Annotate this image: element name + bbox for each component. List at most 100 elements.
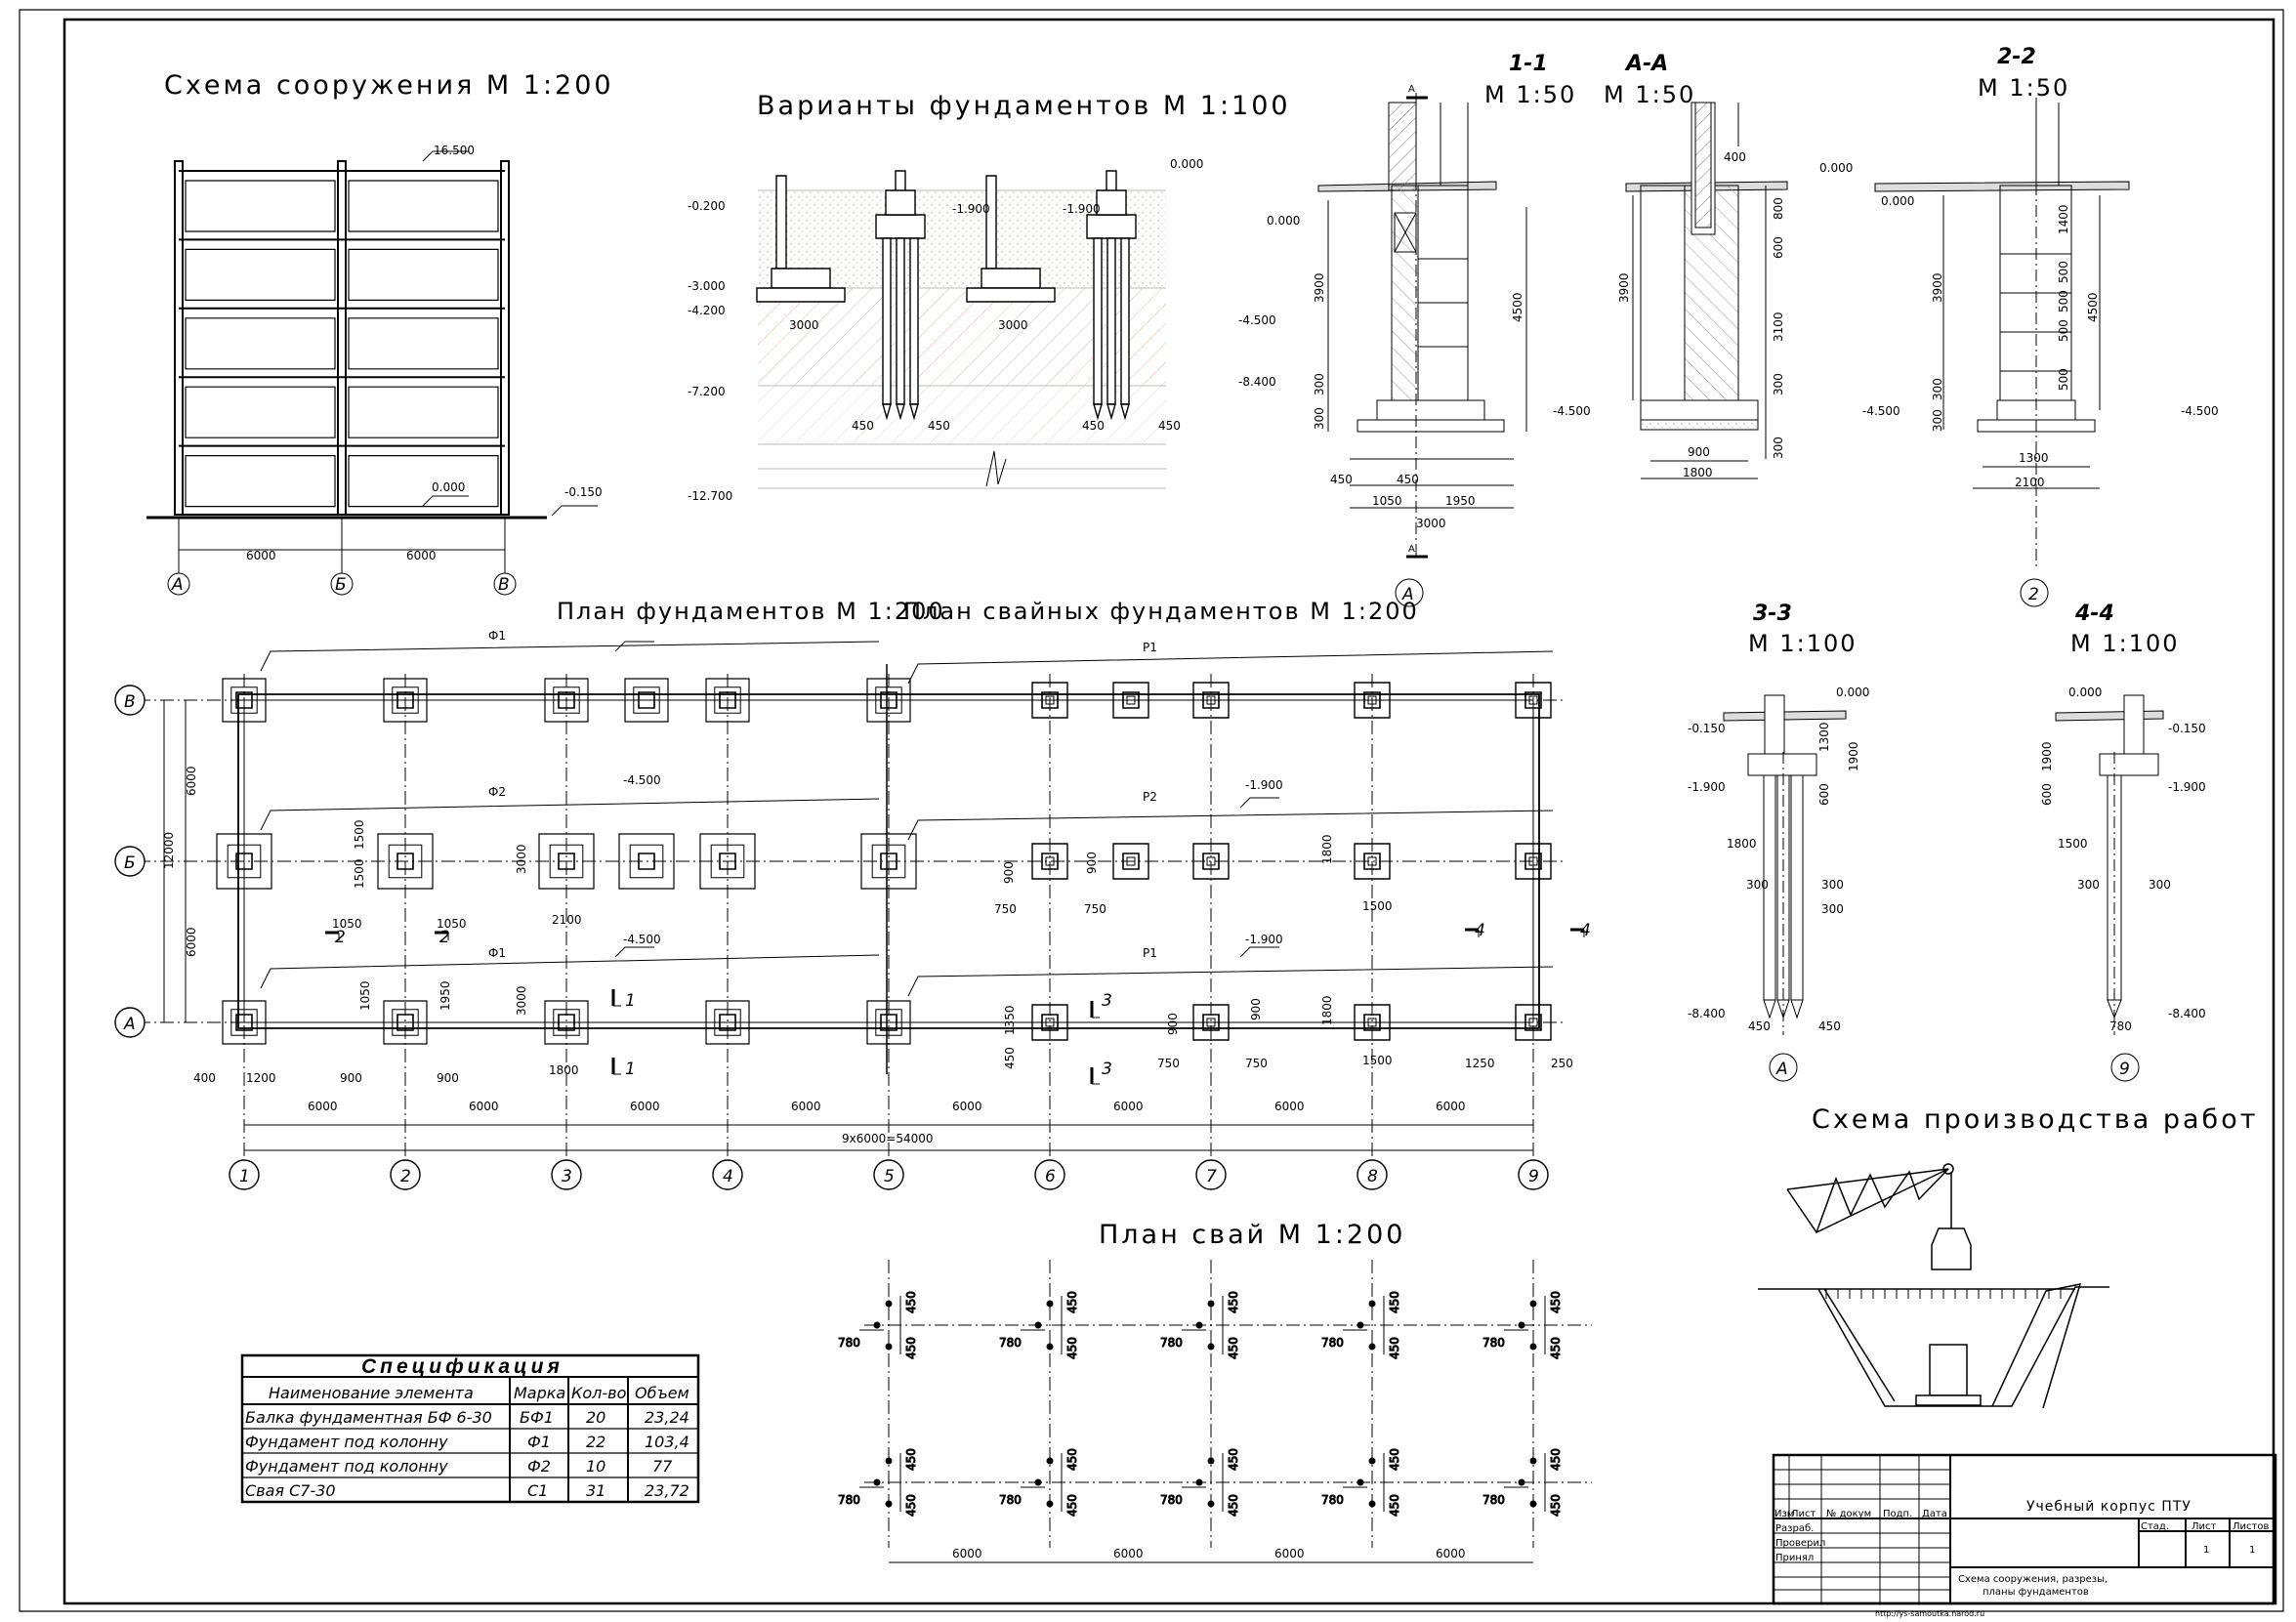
svg-text:300: 300 [1821,902,1844,916]
svg-text:900: 900 [1249,998,1263,1020]
svg-text:А: А [1401,585,1414,604]
section-3-3-label: 3-3 [1753,602,1792,626]
svg-text:4: 4 [1475,921,1485,940]
svg-text:Принял: Принял [1775,1553,1814,1563]
svg-text:Лист: Лист [2192,1521,2217,1532]
svg-text:450: 450 [1227,1337,1240,1359]
svg-text:1: 1 [2249,1545,2255,1556]
svg-text:4500: 4500 [1511,292,1524,322]
plan-axis-bubble [1519,1160,1548,1189]
svg-text:800: 800 [1772,197,1785,220]
svg-text:450: 450 [1065,1448,1079,1471]
plan-axis-label: 1 [239,1167,250,1186]
svg-text:1300: 1300 [1817,722,1831,752]
svg-text:3000: 3000 [515,844,528,874]
structure-scheme-title: Схема сооружения М 1:200 [164,70,614,101]
svg-text:300: 300 [1313,373,1326,395]
svg-text:300: 300 [1931,378,1944,400]
plan-axis-label: 3 [562,1167,572,1186]
works-scheme: Схема производства работ [1758,1104,2255,1408]
svg-text:-4.500: -4.500 [1862,404,1900,418]
svg-text:Лист: Лист [1791,1509,1816,1519]
svg-text:450: 450 [1065,1494,1079,1517]
svg-text:Фундамент под колонну: Фундамент под колонну [245,1457,448,1476]
svg-text:1950: 1950 [1445,494,1476,508]
svg-text:-8.400: -8.400 [2168,1007,2206,1020]
plan-axis-label: 2 [400,1167,411,1186]
svg-text:Ф1: Ф1 [488,946,506,960]
svg-text:-4.500: -4.500 [1553,404,1591,418]
svg-text:Балка фундаментная БФ 6-30: Балка фундаментная БФ 6-30 [245,1408,492,1427]
svg-text:3100: 3100 [1772,312,1785,342]
svg-text:6000: 6000 [630,1100,660,1113]
spec-title: Спецификация [361,1355,564,1378]
plan-axis-label: 7 [1206,1167,1217,1186]
svg-text:20: 20 [586,1408,605,1427]
svg-text:250: 250 [1551,1057,1573,1070]
svg-text:Объем: Объем [635,1384,689,1402]
svg-text:1300: 1300 [2019,451,2049,465]
svg-text:400: 400 [193,1071,216,1085]
svg-text:1050: 1050 [437,917,467,931]
svg-text:Ф1: Ф1 [488,629,506,643]
svg-text:450: 450 [1388,1337,1401,1359]
svg-text:10: 10 [586,1457,605,1476]
svg-text:-1.900: -1.900 [2168,780,2206,794]
svg-text:450: 450 [1388,1494,1401,1517]
svg-text:Проверил: Проверил [1775,1538,1825,1549]
svg-text:Стад.: Стад. [2141,1521,2169,1532]
svg-text:103,4: 103,4 [645,1433,689,1451]
svg-text:300: 300 [2077,878,2100,892]
section-1-1-label: 1-1 [1509,52,1548,76]
svg-text:450: 450 [1227,1448,1240,1471]
svg-text:1050: 1050 [358,980,372,1011]
svg-text:-1.900: -1.900 [1245,933,1283,946]
svg-text:450: 450 [1388,1448,1401,1471]
svg-text:-12.700: -12.700 [688,489,732,503]
svg-text:6000: 6000 [1436,1547,1466,1560]
plan-axis-bubble [1357,1160,1387,1189]
svg-text:780: 780 [838,1493,860,1507]
svg-text:450: 450 [904,1337,918,1359]
svg-text:3: 3 [1102,991,1112,1011]
svg-text:31: 31 [586,1481,605,1500]
svg-text:Р2: Р2 [1143,790,1157,804]
svg-text:450: 450 [1227,1291,1240,1313]
svg-text:450: 450 [1003,1047,1017,1069]
svg-text:Кол-во: Кол-во [571,1384,627,1402]
svg-text:М 1:100: М 1:100 [2070,630,2180,657]
svg-text:300: 300 [1313,407,1326,430]
svg-text:М 1:50: М 1:50 [1978,74,2069,102]
project-name: Учебный корпус ПТУ [2026,1499,2192,1515]
svg-text:6000: 6000 [952,1100,982,1113]
svg-text:Р1: Р1 [1143,946,1157,960]
svg-text:1400: 1400 [2057,204,2070,234]
svg-text:450: 450 [904,1448,918,1471]
svg-text:1: 1 [2203,1545,2209,1556]
svg-text:750: 750 [1245,1057,1268,1070]
svg-text:Дата: Дата [1922,1509,1947,1519]
svg-text:http://ys-samoutka.narod.ru: http://ys-samoutka.narod.ru [1875,1609,1984,1618]
svg-text:Ф2: Ф2 [488,785,506,799]
svg-text:450: 450 [1330,473,1353,486]
svg-text:-0.200: -0.200 [688,199,726,213]
svg-text:450: 450 [904,1291,918,1313]
level-top: 16.500 [434,144,475,157]
svg-text:300: 300 [1931,409,1944,432]
svg-text:450: 450 [928,419,950,433]
svg-text:1250: 1250 [1465,1057,1495,1070]
svg-text:1800: 1800 [549,1063,579,1077]
plan-axis-bubble [115,847,145,876]
svg-text:450: 450 [1158,419,1181,433]
svg-text:М 1:50: М 1:50 [1604,81,1695,108]
plan-axis-bubble [552,1160,581,1189]
svg-text:Ф2: Ф2 [527,1457,551,1476]
svg-text:6000: 6000 [469,1100,499,1113]
svg-text:2100: 2100 [2015,476,2045,489]
plan-axis-label: 6 [1045,1167,1056,1186]
pile-plan-title: План свай М 1:200 [1099,1220,1405,1250]
variants-title: Варианты фундаментов М 1:100 [757,91,1291,121]
svg-text:планы фундаментов: планы фундаментов [1983,1587,2089,1598]
axis-bubble-b: Б [331,573,353,595]
